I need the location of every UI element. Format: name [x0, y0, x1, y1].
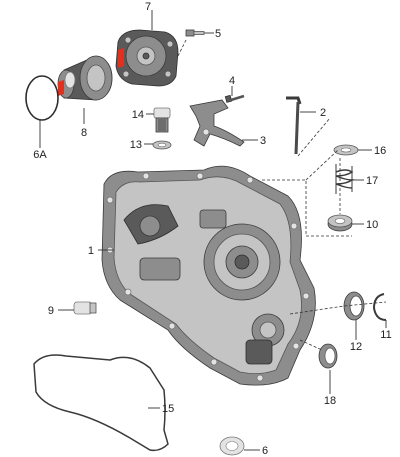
part-6-washer [219, 436, 245, 456]
part-17-spring [335, 164, 355, 194]
callout-11: 11 [380, 329, 391, 341]
accent-marker-8 [58, 80, 64, 96]
callout-12: 12 [350, 341, 362, 353]
part-15-gasket [33, 354, 169, 452]
callout-4: 4 [229, 75, 235, 87]
leader-lines [39, 10, 387, 451]
part-10-bearing [327, 214, 353, 232]
part-1-crankcase-cover [101, 165, 316, 386]
part-4-bolt [224, 94, 245, 103]
callout-8: 8 [81, 127, 87, 139]
part-13-washer [152, 140, 172, 150]
part-12-seal [343, 291, 365, 321]
callout-13: 13 [130, 139, 142, 151]
part-9-cap [73, 301, 97, 315]
callout-6: 6 [262, 445, 268, 457]
part-14-plug [153, 107, 171, 133]
accent-marker-7 [118, 48, 124, 68]
callout-labels: 7 5 8 6A 4 3 2 14 13 16 17 10 1 9 12 11 … [33, 1, 391, 457]
callout-3: 3 [260, 135, 266, 147]
assembly-guide-lines [177, 39, 387, 351]
callout-18: 18 [324, 395, 336, 407]
callout-6a: 6A [33, 149, 47, 161]
callout-7: 7 [145, 1, 151, 13]
part-7-cover [115, 29, 179, 87]
callout-10: 10 [366, 219, 378, 231]
callout-17: 17 [366, 175, 378, 187]
part-6a-o-ring [25, 75, 59, 121]
part-16-washer [333, 144, 359, 156]
part-5-bolt [185, 29, 205, 37]
callout-9: 9 [48, 305, 54, 317]
callout-14: 14 [132, 109, 144, 121]
part-3-bracket [189, 99, 245, 147]
callout-15: 15 [162, 403, 174, 415]
part-8-rotor [57, 55, 113, 101]
part-2-rod [286, 96, 302, 155]
callout-1: 1 [88, 245, 94, 257]
part-11-circlip [372, 293, 387, 321]
callout-2: 2 [320, 107, 326, 119]
part-18-bushing [318, 343, 338, 369]
callout-16: 16 [374, 145, 386, 157]
callout-5: 5 [215, 28, 221, 40]
